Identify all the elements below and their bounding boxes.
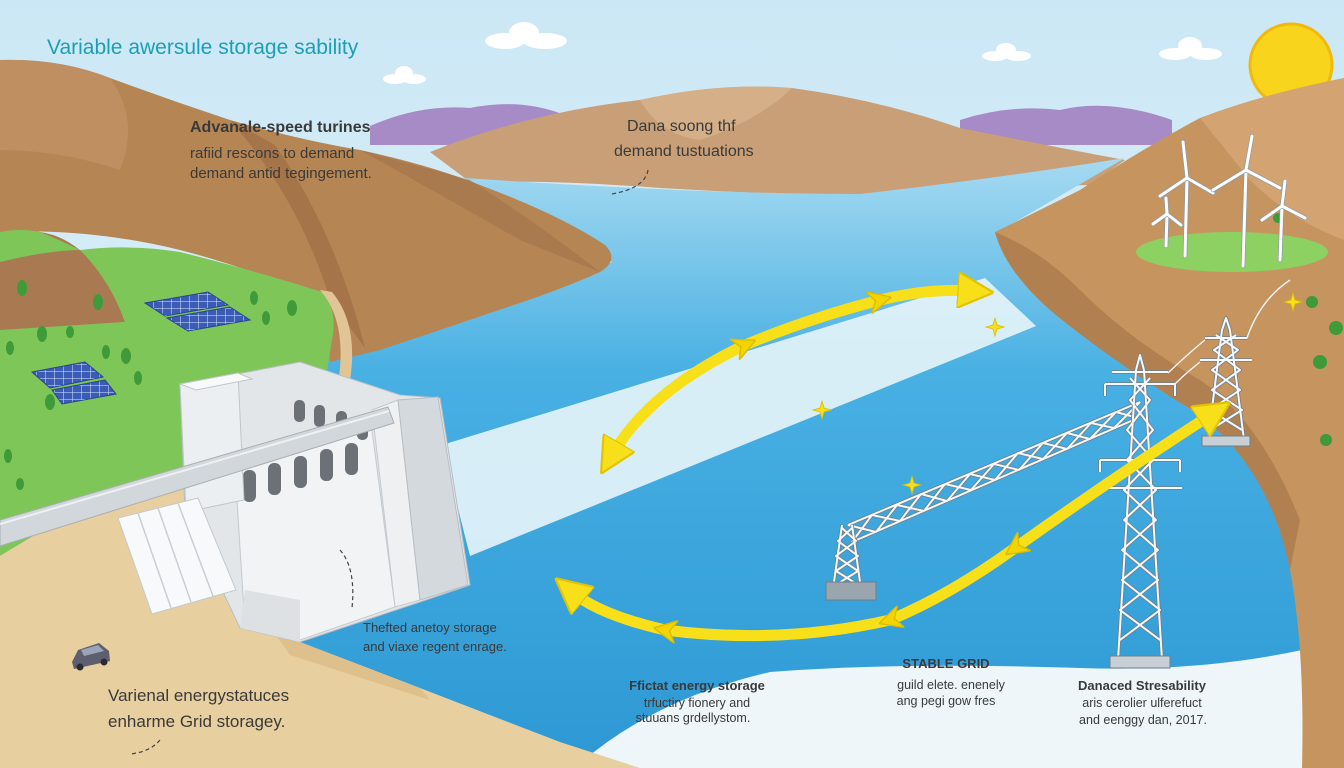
infographic-title: Variable awersule storage sability (47, 36, 359, 59)
dam-gate (268, 463, 281, 495)
cloud-icon (1159, 37, 1222, 60)
turbines-callout-line: demand antid tegingement. (190, 165, 372, 182)
leader-line (129, 739, 161, 755)
grid-storage-callout: Varienal energystatuces enharme Grid sto… (108, 686, 289, 731)
demand-callout-line: Dana soong thf (627, 118, 736, 135)
sparkle-icon (1282, 291, 1304, 313)
mountain-highlight (640, 86, 792, 140)
storage-note-line: Thefted anetoy storage (363, 620, 497, 635)
stable-grid-callout: STABLE GRID guild elete. enenely ang peg… (897, 656, 1006, 708)
solar-panel-icon (143, 291, 252, 332)
mountain-shadow (995, 232, 1300, 570)
mountain-shadow (230, 120, 365, 348)
dam-gate (314, 405, 325, 427)
sustainability-callout: Danaced Stresability aris cerolier ulfer… (1078, 678, 1207, 727)
efficient-storage-line: stuuans grdellystom. (636, 711, 751, 725)
turbines-callout-line: rafiid rescons to demand (190, 145, 354, 162)
sparkle-icon (984, 316, 1006, 338)
wind-turbine-icon (1259, 178, 1308, 263)
mountain-shadow (360, 150, 600, 272)
dam-gate (294, 400, 305, 422)
green-land (0, 247, 334, 556)
cloud-icon (485, 22, 567, 49)
car-icon (72, 643, 110, 671)
wind-turbine-icon (1210, 133, 1283, 269)
storage-note-line: and viaxe regent enrage. (363, 639, 507, 654)
solar-panel-icon (30, 361, 117, 405)
dam-gate (294, 456, 307, 488)
leader-line (611, 169, 649, 195)
dam-gate (243, 470, 256, 502)
cloud-icon (982, 43, 1031, 61)
power-lines (1167, 279, 1291, 385)
storage-note-callout: Thefted anetoy storage and viaxe regent … (363, 620, 507, 654)
tree-group (1273, 213, 1343, 446)
sustainability-line: aris cerolier ulferefuct (1082, 696, 1202, 710)
dam-gate (345, 443, 358, 475)
green-land (0, 230, 80, 262)
turbines-callout: Advanale-speed turines rafiid rescons to… (190, 119, 372, 182)
grid-storage-line: enharme Grid storagey. (108, 712, 285, 731)
demand-callout-line: demand tustuations (614, 143, 754, 160)
flow-arrow-icon (572, 414, 1212, 636)
dam-icon (0, 361, 471, 643)
mountain-highlight (1200, 78, 1344, 240)
wind-turbine-icon (1157, 139, 1216, 259)
sparkle-icon (811, 399, 833, 421)
efficient-storage-line: trfuctiry fionery and (644, 696, 750, 710)
efficient-storage-callout: Ffictat energy storage trfuctiry fionery… (629, 678, 765, 725)
wind-turbine-icon (1150, 195, 1184, 249)
sparkle-icon (901, 474, 923, 496)
stable-grid-heading: STABLE GRID (902, 656, 989, 671)
mountain-highlight (0, 59, 128, 171)
stable-grid-line: guild elete. enenely (897, 678, 1005, 692)
grid-storage-line: Varienal energystatuces (108, 686, 289, 705)
turbines-callout-heading: Advanale-speed turines (190, 119, 371, 136)
brown-mound (0, 231, 125, 332)
efficient-storage-heading: Ffictat energy storage (629, 678, 765, 693)
demand-callout: Dana soong thf demand tustuations (614, 118, 754, 160)
cloud-icon (383, 66, 426, 84)
substation-box (825, 581, 877, 601)
sand-shadow (180, 470, 430, 700)
dam-gate (320, 449, 333, 481)
stable-grid-line: ang pegi gow fres (897, 694, 996, 708)
sustainability-line: and eenggy dan, 2017. (1079, 713, 1207, 727)
distant-hill (960, 105, 1172, 145)
center-mountain (430, 86, 1125, 196)
sustainability-heading: Danaced Stresability (1078, 678, 1207, 693)
lower-plain (575, 650, 1306, 768)
tree-group (4, 280, 297, 490)
